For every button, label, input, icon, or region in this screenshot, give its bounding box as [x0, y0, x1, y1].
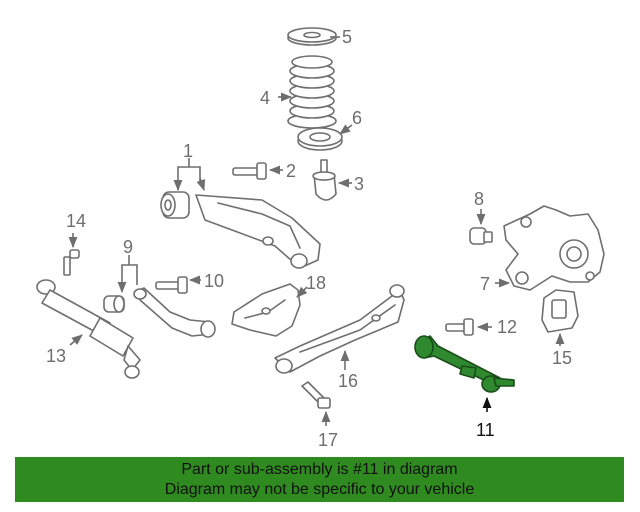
part-8-bolt[interactable]: [469, 227, 493, 245]
callout-7[interactable]: 7: [480, 274, 490, 294]
part-7-rear-axle-carrier[interactable]: [503, 205, 605, 291]
callout-14[interactable]: 14: [66, 211, 86, 231]
part-10-bolt[interactable]: [155, 276, 188, 294]
callout-6[interactable]: 6: [352, 108, 362, 128]
part-3-bump-stopper[interactable]: [312, 159, 337, 201]
banner-line-1: Part or sub-assembly is #11 in diagram: [181, 461, 458, 478]
part-13-shock-absorber[interactable]: [36, 279, 141, 379]
part-1-rear-lower-arm[interactable]: [160, 191, 321, 269]
part-11-toe-adjust-arm[interactable]: [414, 335, 515, 393]
part-12-bolt[interactable]: [445, 318, 474, 336]
callout-2[interactable]: 2: [286, 161, 296, 181]
callout-5[interactable]: 5: [342, 27, 352, 47]
leader-9: [121, 264, 138, 290]
callout-9[interactable]: 9: [123, 237, 133, 257]
callout-1[interactable]: 1: [183, 141, 193, 161]
part-2-bolt[interactable]: [232, 162, 267, 180]
part-4-coil-spring[interactable]: [287, 55, 337, 129]
banner-line-2: Diagram may not be specific to your vehi…: [164, 481, 475, 498]
callout-10[interactable]: 10: [204, 271, 224, 291]
callout-13[interactable]: 13: [46, 346, 66, 366]
callout-16[interactable]: 16: [338, 371, 358, 391]
part-5-spring-upper-insulator[interactable]: [287, 27, 337, 46]
callout-17[interactable]: 17: [318, 430, 338, 450]
callout-3[interactable]: 3: [354, 174, 364, 194]
leader-13: [69, 334, 83, 346]
callout-4[interactable]: 4: [260, 88, 270, 108]
part-16-lower-control-arm[interactable]: [274, 284, 405, 374]
callout-11[interactable]: 11: [476, 420, 495, 440]
part-14-bolt[interactable]: [63, 249, 80, 276]
part-6-spring-lower-insulator[interactable]: [297, 127, 343, 151]
part-15-bracket[interactable]: [541, 289, 579, 333]
callout-15[interactable]: 15: [552, 348, 572, 368]
leader-6: [339, 124, 353, 135]
callout-18[interactable]: 18: [306, 273, 326, 293]
leader-1: [177, 166, 201, 190]
callout-12[interactable]: 12: [497, 317, 517, 337]
leader-18: [296, 286, 308, 298]
part-17-bolt[interactable]: [301, 381, 331, 409]
part-9-stabilizer-link[interactable]: [103, 287, 216, 338]
part-18-bracket[interactable]: [231, 283, 301, 337]
info-banner: Part or sub-assembly is #11 in diagram D…: [15, 457, 624, 502]
callout-8[interactable]: 8: [474, 189, 484, 209]
